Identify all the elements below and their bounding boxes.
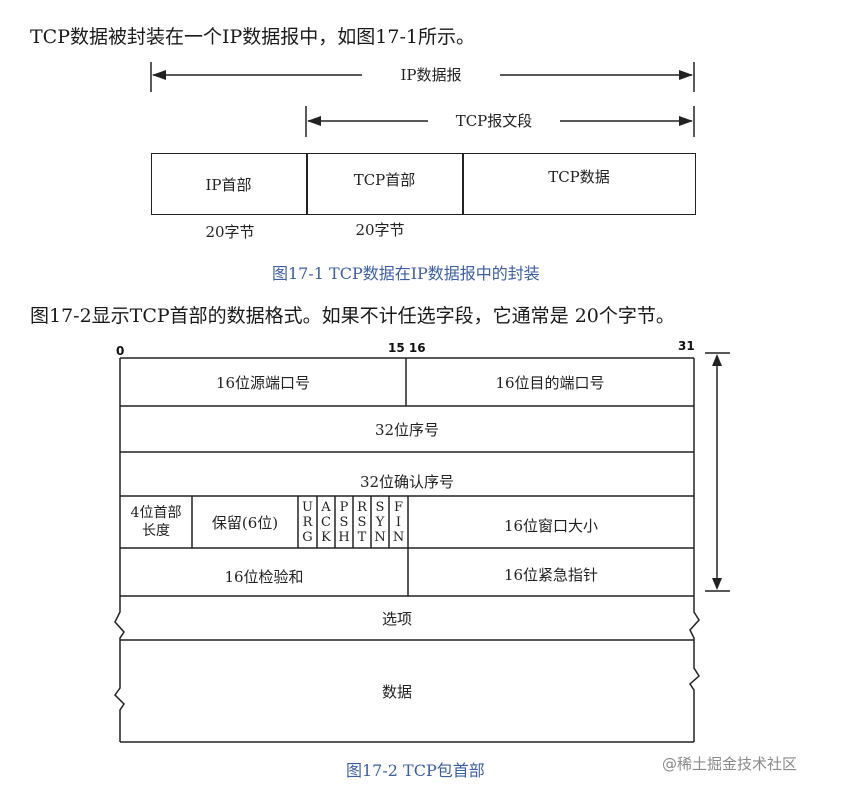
encapsulation-box: [151, 153, 696, 215]
flag-char: S: [339, 514, 349, 530]
flag-char: K: [321, 529, 331, 545]
flag-char: S: [357, 514, 367, 530]
intro-paragraph: TCP数据被封装在一个IP数据报中，如图17-1所示。: [30, 26, 475, 48]
flag-char: T: [357, 529, 367, 545]
bit-15-16-label: 15 16: [388, 341, 426, 355]
figure2-caption: 图17-2 TCP包首部: [346, 761, 485, 780]
flag-char: R: [357, 499, 367, 515]
flag-char: N: [392, 529, 405, 545]
checksum-field: 16位检验和: [224, 567, 304, 586]
body-paragraph: 图17-2显示TCP首部的数据格式。如果不计任选字段，它通常是 20个字节。: [30, 305, 675, 327]
flag-char: Y: [375, 514, 385, 530]
flag-char: N: [374, 529, 386, 545]
flag-psh: P S H: [335, 496, 353, 548]
flag-syn: S Y N: [371, 496, 389, 548]
flag-char: P: [339, 499, 349, 515]
figure1-caption: 图17-1 TCP数据在IP数据报中的封装: [272, 264, 540, 283]
data-field: 数据: [381, 682, 412, 701]
divider: [306, 153, 308, 215]
ack-number-field: 32位确认序号: [359, 472, 455, 491]
flag-char: A: [321, 499, 331, 515]
bit-0-label: 0: [116, 344, 125, 358]
divider: [462, 153, 464, 215]
dest-port-field: 16位目的端口号: [495, 373, 605, 392]
window-size-field: 16位窗口大小: [503, 516, 599, 535]
bit-31-label: 31: [678, 339, 695, 353]
sequence-number-field: 32位序号: [374, 420, 440, 439]
flag-char: U: [302, 499, 313, 515]
flag-char: F: [393, 499, 404, 515]
options-field: 选项: [381, 609, 412, 628]
header-length-field: 4位首部 长度: [120, 496, 192, 548]
flag-char: G: [302, 529, 313, 545]
flag-char: I: [395, 514, 402, 530]
flag-ack: A C K: [317, 496, 335, 548]
tcp-header-cell: TCP首部: [353, 170, 416, 189]
flag-urg: U R G: [298, 496, 317, 548]
watermark: @稀土掘金技术社区: [662, 755, 798, 773]
flag-char: C: [321, 514, 331, 530]
header-length-line2: 长度: [142, 523, 170, 539]
urgent-pointer-field: 16位紧急指针: [503, 565, 599, 584]
ip-datagram-label: IP数据报: [400, 65, 462, 84]
flag-char: R: [302, 514, 313, 530]
tcp-data-cell: TCP数据: [548, 167, 610, 186]
ip-header-size: 20字节: [205, 222, 255, 241]
source-port-field: 16位源端口号: [215, 373, 311, 392]
tcp-header-size: 20字节: [355, 220, 405, 239]
ip-header-cell: IP首部: [205, 175, 252, 194]
flag-rst: R S T: [353, 496, 371, 548]
flag-char: H: [338, 529, 350, 545]
flag-fin: F I N: [389, 496, 408, 548]
tcp-segment-label: TCP报文段: [455, 111, 533, 130]
header-length-line1: 4位首部: [130, 505, 182, 521]
flag-char: S: [375, 499, 385, 515]
reserved-field: 保留(6位): [211, 513, 279, 532]
